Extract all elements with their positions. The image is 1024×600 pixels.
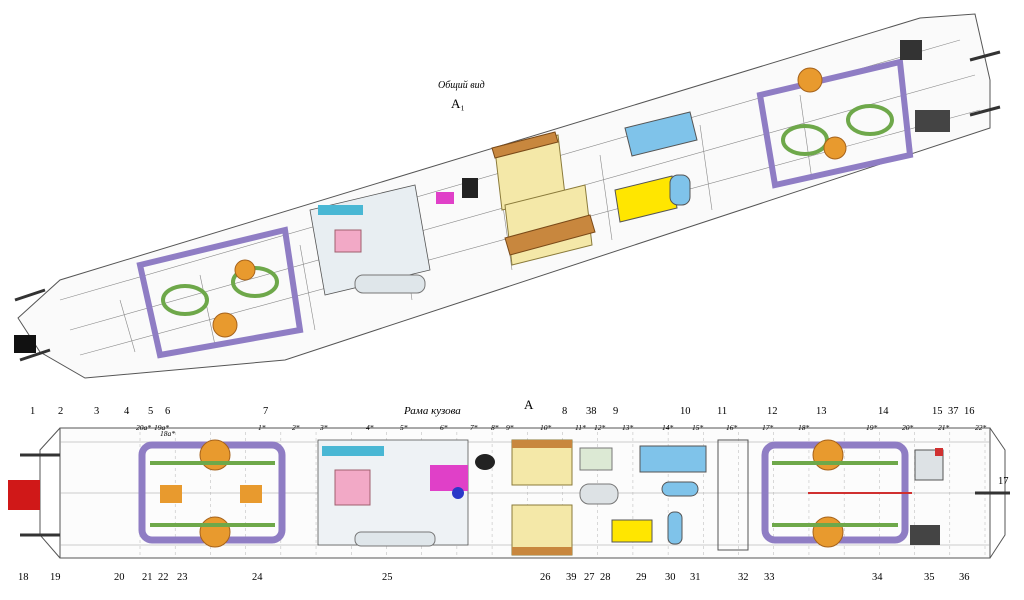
iso-bogie-rear bbox=[756, 58, 914, 189]
callout-top: 6 bbox=[165, 406, 171, 417]
isometric-view bbox=[14, 13, 1001, 379]
callout-top: 2 bbox=[58, 406, 64, 417]
plan-nose-front bbox=[8, 427, 61, 559]
section-label: 6* bbox=[440, 423, 448, 432]
view-a1-caption: A₁ bbox=[451, 96, 465, 111]
plan-view bbox=[8, 427, 1010, 559]
section-label: 10* bbox=[540, 423, 552, 432]
section-label: 20* bbox=[902, 423, 914, 432]
callout-bottom: 31 bbox=[690, 572, 701, 583]
section-label: 17* bbox=[762, 423, 774, 432]
callout-top: 14 bbox=[878, 406, 889, 417]
callout-bottom: 17 bbox=[998, 476, 1009, 487]
callout-top: 3 bbox=[94, 406, 100, 417]
callout-top: 7 bbox=[263, 406, 269, 417]
callout-top: 5 bbox=[148, 406, 154, 417]
section-label: 18а* bbox=[160, 429, 175, 438]
callout-top: 13 bbox=[816, 406, 827, 417]
callout-top: 11 bbox=[717, 406, 728, 417]
callout-top: 38 bbox=[586, 406, 597, 417]
callout-bottom: 34 bbox=[872, 572, 883, 583]
iso-engine-block bbox=[309, 184, 431, 296]
plan-equipment bbox=[611, 439, 749, 551]
section-label: 15* bbox=[692, 423, 704, 432]
iso-bogie-front bbox=[136, 226, 304, 359]
body-frame-caption: Рама кузова bbox=[404, 405, 461, 417]
callout-top: 8 bbox=[562, 406, 568, 417]
section-label: 3* bbox=[320, 423, 328, 432]
section-label: 5* bbox=[400, 423, 408, 432]
iso-tanks bbox=[491, 131, 596, 266]
callout-top: 10 bbox=[680, 406, 691, 417]
callout-bottom: 36 bbox=[959, 572, 970, 583]
callout-bottom: 21 bbox=[142, 572, 153, 583]
section-label: 16* bbox=[726, 423, 738, 432]
callout-top: 16 bbox=[964, 406, 975, 417]
plan-tanks bbox=[511, 439, 619, 556]
callout-bottom: 30 bbox=[665, 572, 676, 583]
section-label: 7* bbox=[470, 423, 478, 432]
section-label: 19* bbox=[866, 423, 878, 432]
callout-bottom: 19 bbox=[50, 572, 61, 583]
callout-bottom: 24 bbox=[252, 572, 263, 583]
section-label: 8* bbox=[491, 423, 499, 432]
section-label: 12* bbox=[594, 423, 606, 432]
callout-bottom: 23 bbox=[177, 572, 188, 583]
callout-bottom: 35 bbox=[924, 572, 935, 583]
section-label: 20а* bbox=[136, 423, 151, 432]
callout-bottom: 18 bbox=[18, 572, 29, 583]
section-label: 9* bbox=[506, 423, 514, 432]
callout-bottom: 28 bbox=[600, 572, 611, 583]
callout-top: 1 bbox=[30, 406, 36, 417]
callout-bottom: 25 bbox=[382, 572, 393, 583]
iso-equipment bbox=[436, 40, 950, 223]
callout-top: 15 bbox=[932, 406, 943, 417]
section-label: 21* bbox=[938, 423, 950, 432]
iso-buffers bbox=[14, 50, 1001, 362]
callout-bottom: 39 bbox=[566, 572, 577, 583]
callout-bottom: 22 bbox=[158, 572, 169, 583]
callout-top: 37 bbox=[948, 406, 959, 417]
section-label: 4* bbox=[366, 423, 374, 432]
plan-bogie-rear bbox=[761, 439, 912, 548]
section-label: 2* bbox=[292, 423, 300, 432]
callout-bottom: 20 bbox=[114, 572, 125, 583]
callout-top: 4 bbox=[124, 406, 130, 417]
plan-bogie-front bbox=[138, 439, 286, 548]
callout-top: 12 bbox=[767, 406, 778, 417]
plan-cab-rear bbox=[910, 427, 1010, 559]
callout-top: 9 bbox=[613, 406, 619, 417]
section-label: 22* bbox=[975, 423, 987, 432]
callout-bottom: 26 bbox=[540, 572, 551, 583]
section-label: 19а* bbox=[154, 423, 169, 432]
section-label: 18* bbox=[798, 423, 810, 432]
callout-bottom: 33 bbox=[764, 572, 775, 583]
section-label: 13* bbox=[622, 423, 634, 432]
callout-bottom: 29 bbox=[636, 572, 647, 583]
section-label: 14* bbox=[662, 423, 674, 432]
callout-bottom: 32 bbox=[738, 572, 749, 583]
plan-engine bbox=[317, 439, 495, 547]
view-a-caption: A bbox=[524, 397, 534, 412]
callout-bottom: 27 bbox=[584, 572, 595, 583]
section-label: 1* bbox=[258, 423, 266, 432]
general-view-caption: Общий вид bbox=[438, 80, 485, 91]
section-label: 11* bbox=[575, 423, 586, 432]
